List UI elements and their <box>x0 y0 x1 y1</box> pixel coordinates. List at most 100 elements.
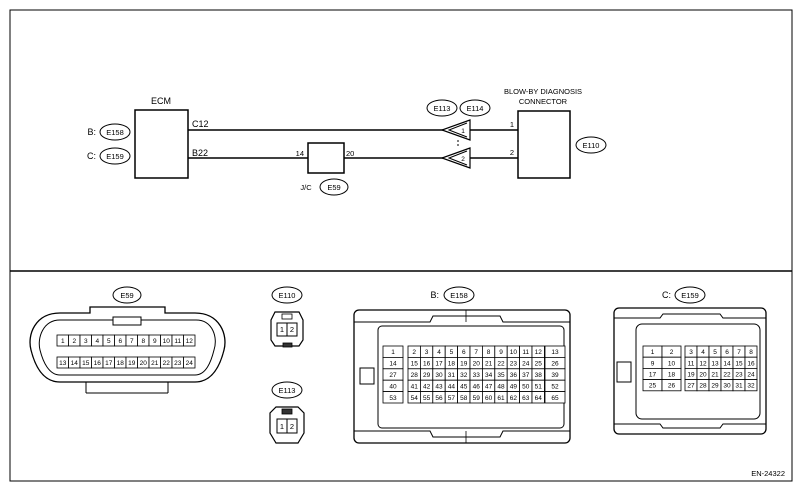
e159-face-prefix: C: <box>662 290 671 300</box>
e158-pin-label: 52 <box>551 383 559 390</box>
ecm-pin-b22: B22 <box>192 148 208 158</box>
e59-pin-label: 8 <box>141 338 145 345</box>
e158-pin-label: 46 <box>473 383 481 390</box>
e114-tag-oval <box>459 99 491 117</box>
e159-pin-label: 18 <box>668 372 676 379</box>
e159-pin-label: 27 <box>687 383 695 390</box>
e113-face-tag-label: E113 <box>279 386 296 395</box>
e59-pin-label: 6 <box>118 338 122 345</box>
e159-pin-label: 10 <box>668 360 676 367</box>
e158-top-rail <box>354 315 570 323</box>
e159-pin-label: 2 <box>670 349 674 356</box>
e159-pin-label: 22 <box>723 372 731 379</box>
e110-pin-label: 2 <box>290 325 294 334</box>
e158-pin-label: 25 <box>535 361 543 368</box>
ecm-connector-c-prefix: C: <box>87 151 96 161</box>
e158-pin-label: 33 <box>473 372 481 379</box>
e158-pin-label: 58 <box>460 395 468 402</box>
connector-e113: E113 1 2 <box>269 381 305 444</box>
e159-pin-cell <box>661 379 682 392</box>
e158-face-prefix: B: <box>430 290 439 300</box>
e113-pin-label: 1 <box>280 422 284 431</box>
e158-pin-label: 40 <box>389 383 397 390</box>
e158-face-tag-label: E158 <box>450 291 468 300</box>
e158-pin-label: 13 <box>551 349 559 356</box>
e159-pin-label: 19 <box>687 372 695 379</box>
e158-pin-label: 50 <box>522 383 530 390</box>
e159-pin-label: 13 <box>711 360 719 367</box>
e159-pin-label: 23 <box>735 372 743 379</box>
e158-pin-label: 35 <box>497 372 505 379</box>
e158-pin-label: 60 <box>485 395 493 402</box>
figure-code: EN-24322 <box>751 469 785 478</box>
e158-pin-label: 3 <box>425 349 429 356</box>
e159-tag-label: E159 <box>106 152 124 161</box>
e158-side-latch <box>359 367 375 385</box>
e158-pin-label: 45 <box>460 383 468 390</box>
e159-pin-label: 29 <box>711 383 719 390</box>
e158-pin-label: 41 <box>411 383 419 390</box>
e158-pin-label: 22 <box>497 361 505 368</box>
e113-tag-label: E113 <box>434 104 451 113</box>
e158-pin-label: 20 <box>473 361 481 368</box>
e158-tag-label: E158 <box>106 128 124 137</box>
e159-pin-label: 7 <box>737 349 741 356</box>
e59-pin-label: 9 <box>153 338 157 345</box>
e159-face-tag-label: E159 <box>681 291 699 300</box>
e159-pin-label: 31 <box>735 383 743 390</box>
e59-pin-cell <box>183 334 196 347</box>
e158-pin-label: 15 <box>411 361 419 368</box>
e158-pin-label: 61 <box>497 395 505 402</box>
connector-e110: E110 1 2 <box>270 286 304 348</box>
e159-pin-label: 8 <box>749 349 753 356</box>
e110-latch <box>281 313 293 320</box>
e159-pin-label: 15 <box>735 360 743 367</box>
ecm-title: ECM <box>151 96 171 106</box>
ecm-connector-b-prefix: B: <box>87 127 96 137</box>
ecm-box <box>134 109 189 179</box>
e158-pin-label: 19 <box>460 361 468 368</box>
e159-pin-label: 30 <box>723 383 731 390</box>
e59-pin-label: 11 <box>174 338 181 345</box>
e158-pin-label: 57 <box>448 395 456 402</box>
e59-pin-label: 12 <box>186 338 194 345</box>
e159-side-latch <box>616 361 632 383</box>
blowby-pin-1: 1 <box>510 120 514 129</box>
e158-pin-label: 26 <box>551 361 559 368</box>
e158-pin-label: 55 <box>423 395 431 402</box>
e158-pin-label: 37 <box>522 372 530 379</box>
e158-pin-label: 7 <box>474 349 478 356</box>
e158-tag-oval <box>99 123 131 141</box>
e158-pin-label: 62 <box>510 395 518 402</box>
e158-pin-label: 54 <box>411 395 419 402</box>
e158-pin-label: 23 <box>510 361 518 368</box>
plug-terminal-2-inner <box>447 150 468 166</box>
e159-pin-label: 16 <box>747 360 755 367</box>
e59-pin-label: 19 <box>128 360 136 367</box>
e158-pin-label: 47 <box>485 383 493 390</box>
e158-pin-label: 48 <box>497 383 505 390</box>
e159-pin-label: 17 <box>649 372 657 379</box>
blowby-pin-2: 2 <box>510 148 514 157</box>
e158-pin-label: 51 <box>535 383 543 390</box>
e114-tag-label: E114 <box>467 104 484 113</box>
blowby-title-line1: BLOW-BY DIAGNOSIS <box>504 87 582 96</box>
e158-pin-label: 49 <box>510 383 518 390</box>
e159-pin-label: 6 <box>725 349 729 356</box>
e59-latch <box>112 316 142 326</box>
e59-pin-label: 18 <box>117 360 125 367</box>
e59-housing-inner <box>38 319 216 376</box>
e158-bottom-rail <box>354 430 570 438</box>
e59-pin-label: 2 <box>72 338 76 345</box>
e159-pin-label: 25 <box>649 383 657 390</box>
e158-pin-label: 29 <box>423 372 431 379</box>
e158-pin-label: 17 <box>435 361 443 368</box>
e159-pin-cell <box>744 379 758 392</box>
e158-pin-label: 53 <box>389 395 397 402</box>
e59-pin-label: 14 <box>71 360 79 367</box>
